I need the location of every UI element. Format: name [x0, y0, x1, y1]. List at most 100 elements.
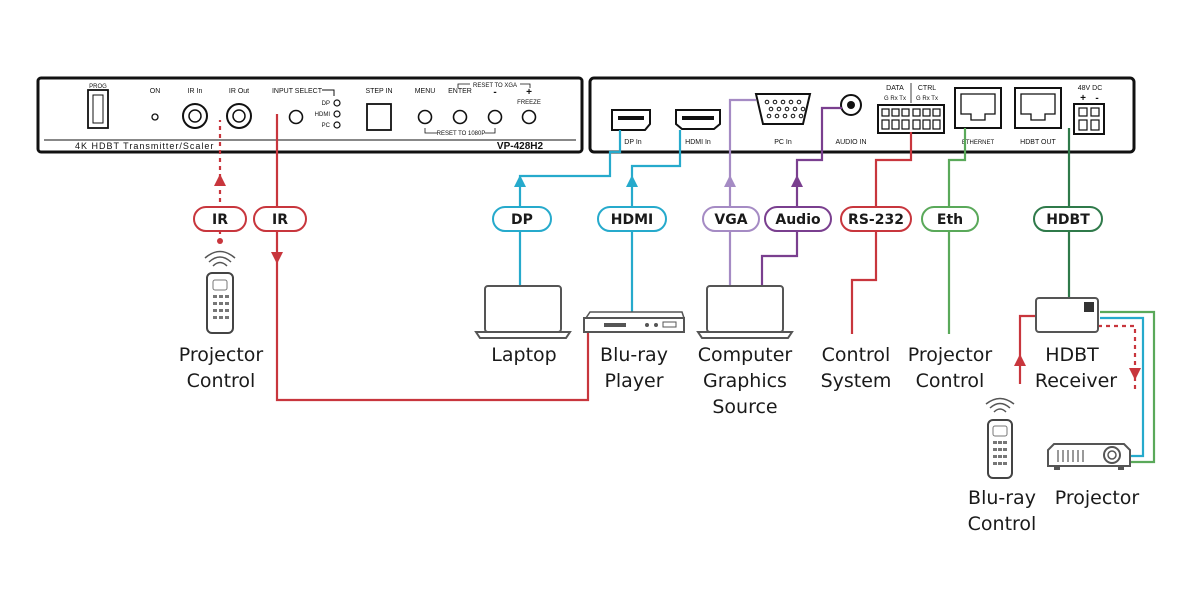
input-dp-label: DP	[322, 101, 330, 107]
hdbt-pill	[1033, 206, 1103, 232]
hdbt-label: HDBT	[1046, 212, 1090, 228]
step-in-button	[366, 103, 392, 131]
receiver-hdmi-cable	[1100, 316, 1145, 458]
device-labels: Projector Control Laptop Blu-ray Player …	[179, 344, 1140, 535]
bluray-control-line-2: Control	[968, 513, 1037, 535]
input-select-label: INPUT SELECT	[272, 88, 323, 95]
prog-label: PROG	[89, 84, 107, 90]
ir-right-label: IR	[272, 212, 288, 228]
reset-1080p-label: RESET TO 1080P	[437, 131, 486, 137]
computer-graphics-line-2: Graphics	[703, 370, 787, 392]
projector-control-left-line-1: Projector	[179, 344, 264, 366]
arrows	[214, 174, 1141, 380]
rs232-pill	[840, 206, 912, 232]
audio-pill	[764, 206, 832, 232]
input-hdmi-label: HDMI	[315, 112, 331, 118]
vga-arrow	[724, 175, 736, 187]
ir-in-arrow	[214, 174, 226, 186]
hdmi-in-label: HDMI In	[685, 139, 711, 146]
hdbt-receiver-line-2: Receiver	[1035, 370, 1117, 392]
rs232-cable	[850, 132, 913, 334]
eth-pill	[921, 206, 979, 232]
ir-out-label: IR Out	[229, 88, 249, 95]
vga-label: VGA	[714, 212, 747, 228]
data-label: DATA	[886, 85, 904, 92]
ir-receiver-arrow	[1014, 354, 1026, 366]
transmitter-front-panel: PROG ON IR In IR Out INPUT SELECT DP HDM…	[36, 76, 584, 154]
remote-control-icon	[204, 250, 236, 334]
product-name: 4K HDBT Transmitter/Scaler	[75, 141, 214, 151]
ctrl-label: CTRL	[918, 85, 936, 92]
control-system-line-2: System	[821, 370, 892, 392]
ctrl-pins-label: G Rx Tx	[916, 96, 938, 102]
input-select-button	[288, 109, 304, 125]
hdbt-receiver-icon	[1035, 297, 1099, 333]
audio-label: Audio	[775, 212, 821, 228]
reset-xga-label: RESET TO XGA	[473, 83, 517, 89]
ir-left-pill	[193, 206, 247, 232]
dp-cable	[518, 130, 622, 288]
bluray-remote-icon	[985, 397, 1015, 479]
dp-label: DP	[511, 212, 533, 228]
eth-label: Eth	[937, 212, 963, 228]
svg-text:+: +	[1080, 93, 1086, 104]
enter-label: ENTER	[448, 88, 472, 95]
bluray-player-line-2: Player	[604, 370, 663, 392]
plus-label: +	[526, 87, 532, 98]
dp-in-label: DP In	[624, 139, 641, 146]
computer-graphics-line-3: Source	[712, 396, 777, 418]
ir-left-label: IR	[212, 212, 228, 228]
computer-graphics-icon	[696, 285, 794, 339]
hdbt-out-label: HDBT OUT	[1020, 139, 1056, 146]
minus-button	[487, 109, 503, 125]
projector-control-left-line-2: Control	[187, 370, 256, 392]
on-label: ON	[150, 88, 161, 95]
bluray-control-line-1: Blu-ray	[968, 487, 1036, 509]
vga-pill	[702, 206, 760, 232]
ir-out-arrow	[271, 252, 283, 264]
ir-right-pill	[253, 206, 307, 232]
input-pc-label: PC	[322, 123, 331, 129]
receiver-ir-in-cable	[1018, 314, 1036, 384]
hdbt-receiver-line-1: HDBT	[1045, 344, 1099, 366]
plus-button	[521, 109, 537, 125]
ir-in-label: IR In	[188, 88, 203, 95]
projector-control-right-line-1: Projector	[908, 344, 993, 366]
receiver-ethernet-cable	[1100, 310, 1156, 464]
hdmi-arrow	[626, 175, 638, 187]
bluray-player-icon	[583, 311, 686, 333]
pc-in-label: PC In	[774, 139, 792, 146]
cables	[218, 98, 1156, 464]
minus-label: -	[493, 87, 496, 98]
ir-projector-arrow	[1129, 368, 1141, 380]
laptop-label: Laptop	[491, 344, 556, 366]
audio-arrow	[791, 175, 803, 187]
dp-pill	[492, 206, 552, 232]
transmitter-rear-panel: DP In HDMI In PC In AUDIO IN DATA CTRL G…	[588, 76, 1136, 154]
data-pins-label: G Rx Tx	[884, 96, 906, 102]
on-led	[151, 113, 159, 121]
hdmi-pill	[597, 206, 667, 232]
hdmi-label: HDMI	[611, 212, 653, 228]
ethernet-label: ETHERNET	[962, 140, 995, 146]
audio-in-label: AUDIO IN	[835, 139, 866, 146]
hdmi-cable	[630, 130, 682, 312]
ethernet-cable	[947, 128, 967, 334]
menu-label: MENU	[415, 88, 436, 95]
connection-labels: IR IR DP HDMI VGA Audio RS-232 Eth HDBT	[193, 206, 1103, 232]
control-system-line-1: Control	[822, 344, 891, 366]
power-label: 48V DC	[1078, 85, 1103, 92]
svg-text:-: -	[1095, 93, 1098, 104]
menu-button	[417, 109, 433, 125]
audio-cable	[760, 106, 842, 288]
step-in-label: STEP IN	[365, 88, 392, 95]
bluray-player-line-1: Blu-ray	[600, 344, 668, 366]
projector-control-right-line-2: Control	[916, 370, 985, 392]
projector-label: Projector	[1055, 487, 1140, 509]
rs232-label: RS-232	[848, 212, 904, 228]
enter-button	[452, 109, 468, 125]
model-name: VP-428H2	[497, 141, 544, 152]
freeze-label: FREEZE	[517, 100, 541, 106]
computer-graphics-line-1: Computer	[698, 344, 793, 366]
